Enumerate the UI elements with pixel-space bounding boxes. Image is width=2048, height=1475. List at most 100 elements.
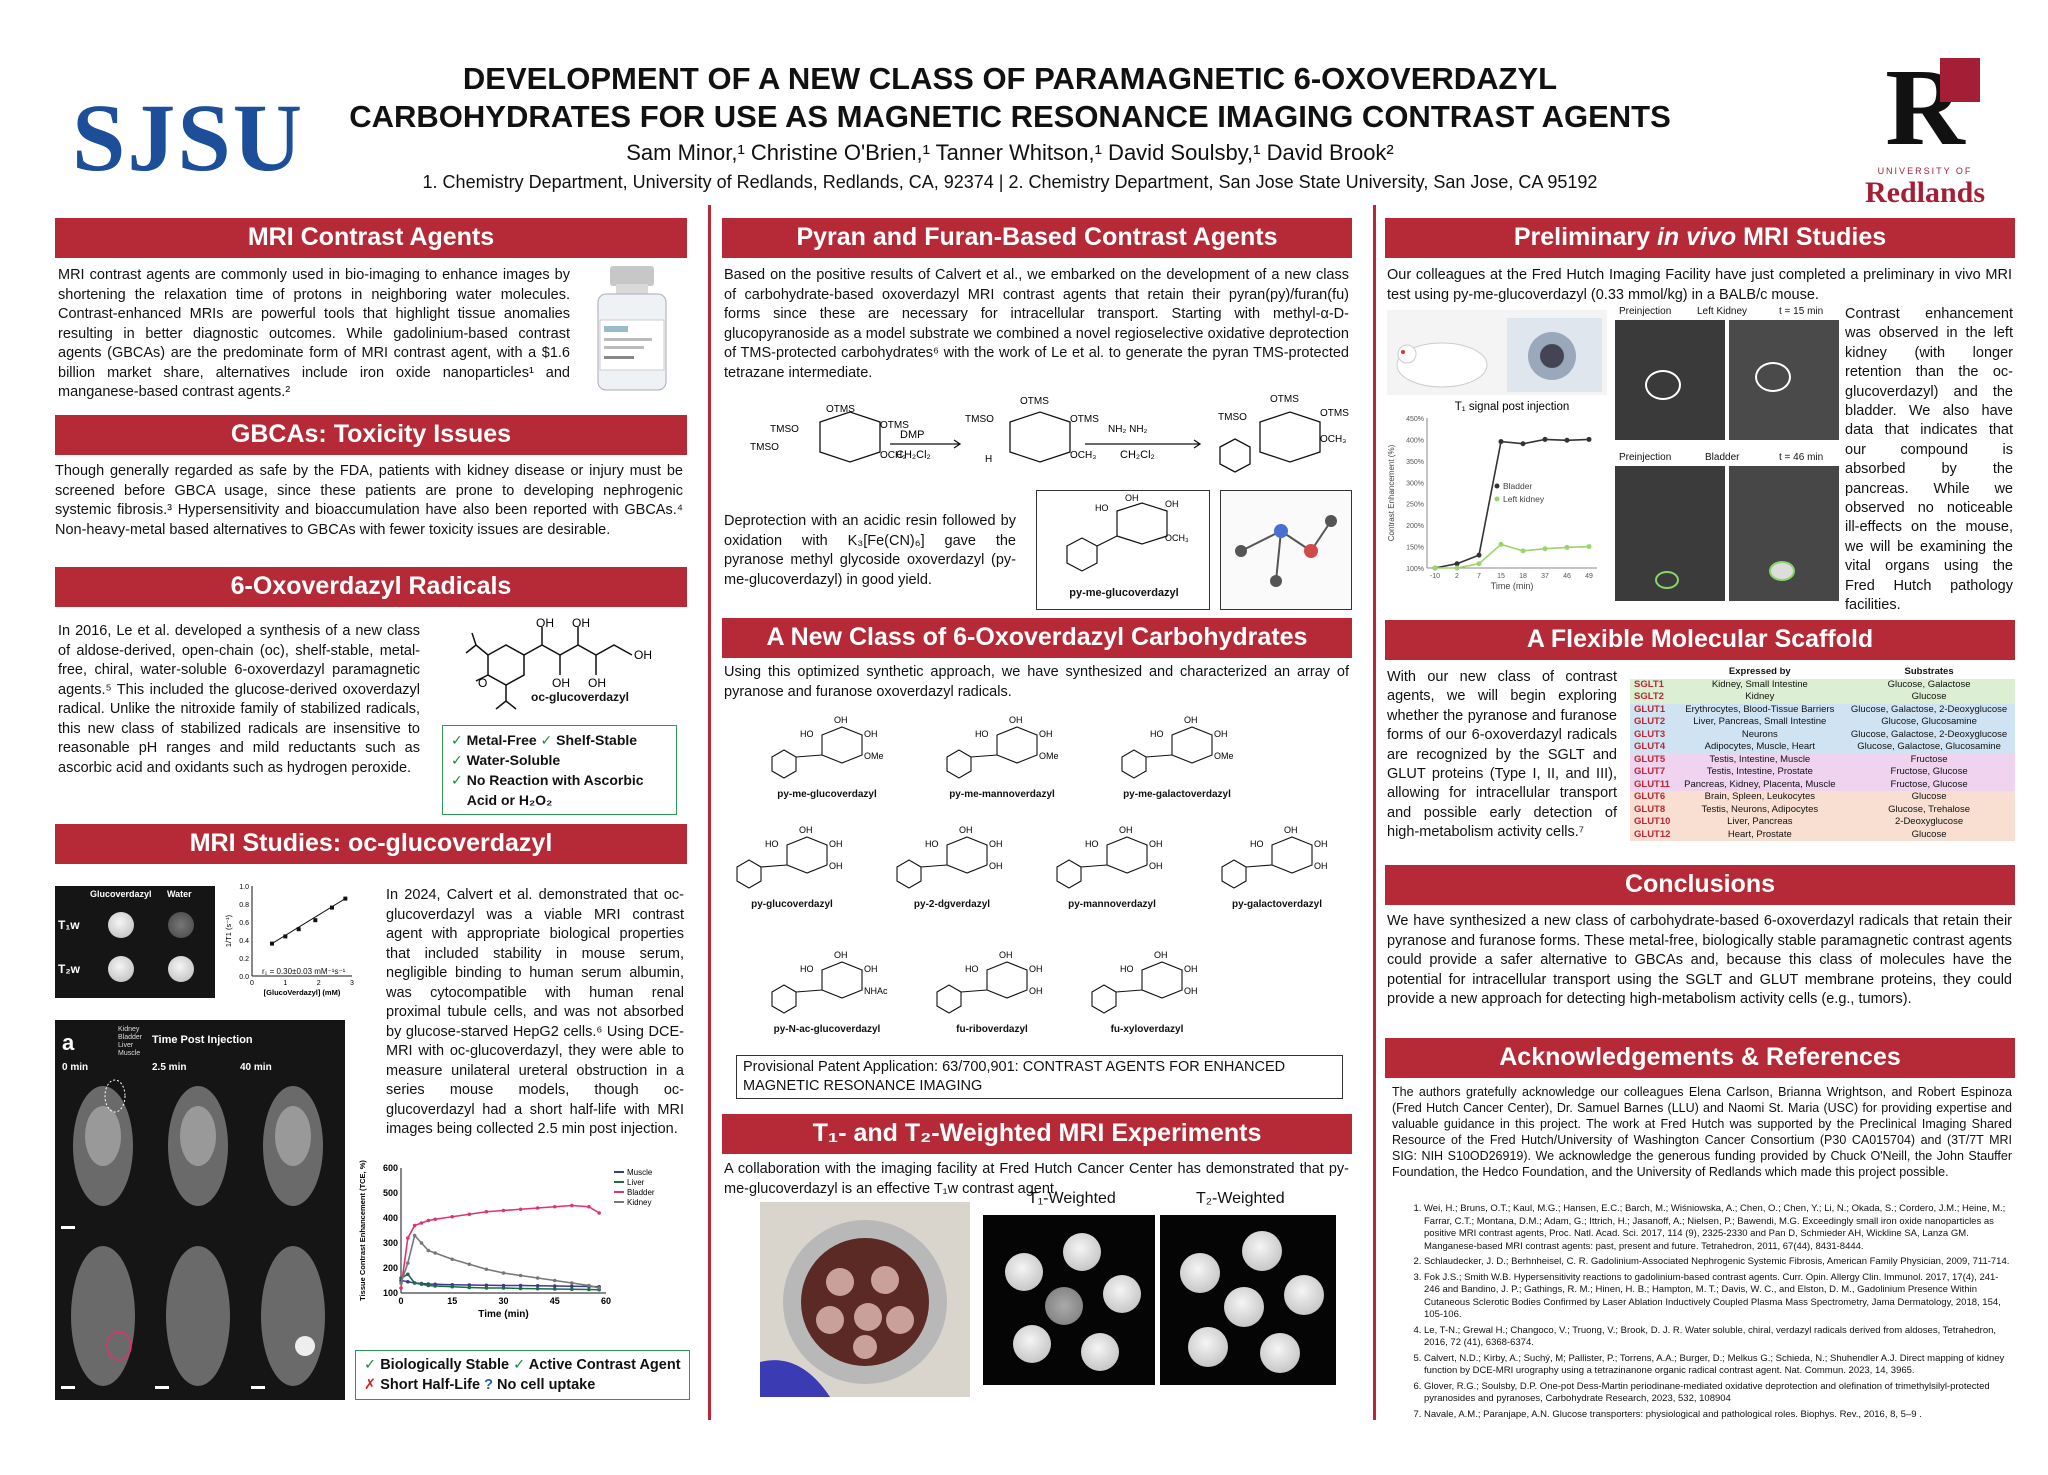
mri-legend-kidney: Kidney xyxy=(118,1026,140,1033)
invivo-x-tick: 37 xyxy=(1541,573,1549,580)
oh-label: OH xyxy=(1314,839,1328,849)
invivo-point xyxy=(1564,437,1570,443)
tce-point-bladder xyxy=(535,1206,540,1210)
tce-point-kidney xyxy=(450,1257,455,1262)
sugar-ring xyxy=(1106,836,1148,874)
poster-authors: Sam Minor,¹ Christine O'Brien,¹ Tanner W… xyxy=(626,140,1394,165)
reference-item: Navale, A.M.; Paranjape, A.N. Glucose tr… xyxy=(1424,1409,2012,1422)
transporter-expr-cell: Erythrocytes, Blood-Tissue Barriers xyxy=(1685,703,1835,715)
ho-label: HO xyxy=(800,964,814,974)
invivo-series-line xyxy=(1435,543,1590,569)
tce-point-muscle xyxy=(535,1283,540,1288)
tce-series-liver xyxy=(400,1273,600,1291)
transporter-name-cell: GLUT7 xyxy=(1634,766,1666,777)
transporter-sub-cell: Glucose xyxy=(1911,691,1947,702)
structure-label: py-glucoverdazyl xyxy=(751,899,833,910)
transporter-sub-cell: Glucose, Trehalose xyxy=(1888,803,1970,815)
mouse-and-scanner-photo xyxy=(1387,310,1607,395)
invivo-heading-post: MRI Studies xyxy=(1736,223,1887,251)
invivo-y-tick: 250% xyxy=(1406,502,1424,509)
tce-point-bladder xyxy=(552,1204,557,1209)
poster-title-line1: DEVELOPMENT OF A NEW CLASS OF PARAMAGNET… xyxy=(462,61,1558,96)
section-heading-oxoverdazyl: 6-Oxoverdazyl Radicals xyxy=(55,567,687,607)
transporter-expr-cell: Pancreas, Kidney, Placenta, Muscle xyxy=(1684,778,1836,790)
tce-x-tick: 60 xyxy=(601,1296,611,1306)
transporter-name-cell: GLUT6 xyxy=(1634,791,1666,802)
oh-label: OH xyxy=(799,825,813,835)
transporter-expr-cell: Liver, Pancreas, Small Intestine xyxy=(1693,716,1827,727)
structure-drawing xyxy=(936,961,1028,1014)
transporter-name-cell: GLUT8 xyxy=(1634,803,1666,815)
pyran-text: Based on the positive results of Calvert… xyxy=(724,267,1349,381)
oh-label: OH xyxy=(1149,839,1163,849)
reference-item: Schlaudecker, J. D.; Berhnheisel, C. R. … xyxy=(1424,1256,2012,1269)
acknowledgements-text: The authors gratefully acknowledge our c… xyxy=(1392,1085,2012,1179)
tce-x-tick: 45 xyxy=(550,1296,560,1306)
reference-item: Le, T-N.; Grewal H.; Changoco, V.; Truon… xyxy=(1424,1325,2012,1350)
x-mark-icon: ✗ xyxy=(364,1377,377,1393)
transporter-sub-cell: Fructose, Glucose xyxy=(1890,778,1968,790)
verdazyl-ring xyxy=(936,984,962,1014)
sugar-ring xyxy=(1171,726,1213,764)
sugar-ring xyxy=(946,836,988,874)
tce-point-kidney xyxy=(535,1276,540,1280)
tce-point-kidney xyxy=(467,1262,472,1267)
invivo-legend-label: Left kidney xyxy=(1503,494,1545,504)
tce-point-kidney xyxy=(570,1281,574,1285)
invivo-legend-swatch xyxy=(1494,496,1500,502)
check-icon: ✓ xyxy=(451,772,463,788)
t2-weighted-label: T₂-Weighted xyxy=(1196,1190,1285,1207)
property-metal-free: Metal-Free xyxy=(466,732,537,748)
tce-point-kidney xyxy=(406,1261,410,1265)
verdazyl-ring xyxy=(736,859,762,889)
ho-label: HO xyxy=(1120,964,1134,974)
svg-text:OTMS: OTMS xyxy=(880,420,909,431)
invivo-heading-pre: Preliminary xyxy=(1513,223,1657,251)
r1-y-label: 1/T1 (s⁻¹) xyxy=(224,914,233,947)
con-no-cell-uptake: No cell uptake xyxy=(497,1377,596,1393)
ring-bond xyxy=(760,864,788,868)
svg-text:O: O xyxy=(478,676,487,690)
transporter-sub-cell: Glucose, Galactose, Glucosamine xyxy=(1857,741,2001,752)
structure-label: py-me-mannoverdazyl xyxy=(949,789,1055,800)
kidney-preinjection-image xyxy=(1615,320,1725,440)
oh-label: OH xyxy=(1029,964,1043,974)
section-heading-invivo: Preliminary in vivo MRI Studies xyxy=(1385,218,2015,258)
substituent-label: OH xyxy=(1184,986,1198,996)
mri-studies-text: In 2024, Calvert et al. demonstrated tha… xyxy=(386,887,684,1137)
reference-item: Fok J.S.; Smith W.B. Hypersensitivity re… xyxy=(1424,1272,2012,1322)
ho-label: HO xyxy=(765,839,779,849)
py-me-glucoverdazyl-label: py-me-glucoverdazyl xyxy=(1069,587,1179,599)
transporter-sub-cell: Glucose, Glucosamine xyxy=(1881,716,1977,727)
panel-letter-a: a xyxy=(62,1030,75,1055)
section-heading-mri-agents: MRI Contrast Agents xyxy=(55,218,687,258)
tce-point-muscle xyxy=(406,1279,410,1284)
ho-label: HO xyxy=(925,839,939,849)
oh-label: OH xyxy=(834,950,848,960)
tce-point-liver xyxy=(587,1287,591,1292)
transporter-expr-cell: Testis, Intestine, Muscle xyxy=(1709,753,1811,765)
verdazyl-ring xyxy=(1221,859,1247,889)
mouse-mri-images xyxy=(61,1079,325,1389)
invivo-x-label: Time (min) xyxy=(1491,581,1534,591)
check-icon: ✓ xyxy=(513,1357,526,1373)
transporter-sub-cell: 2-Deoxyglucose xyxy=(1895,816,1964,827)
check-icon: ✓ xyxy=(540,732,553,748)
oh-label: OH xyxy=(1214,729,1228,739)
property-shelf-stable: Shelf-Stable xyxy=(556,732,638,748)
phantom-t1-water xyxy=(168,912,194,938)
transporter-expr-cell: Heart, Prostate xyxy=(1727,828,1792,840)
phantom-t2-glucoverdazyl xyxy=(108,956,134,982)
tce-point-liver xyxy=(535,1286,540,1291)
substituent-label: OH xyxy=(829,861,843,871)
invivo-point xyxy=(1498,541,1504,547)
r1-data-point xyxy=(296,927,301,932)
tce-point-liver xyxy=(467,1285,472,1290)
